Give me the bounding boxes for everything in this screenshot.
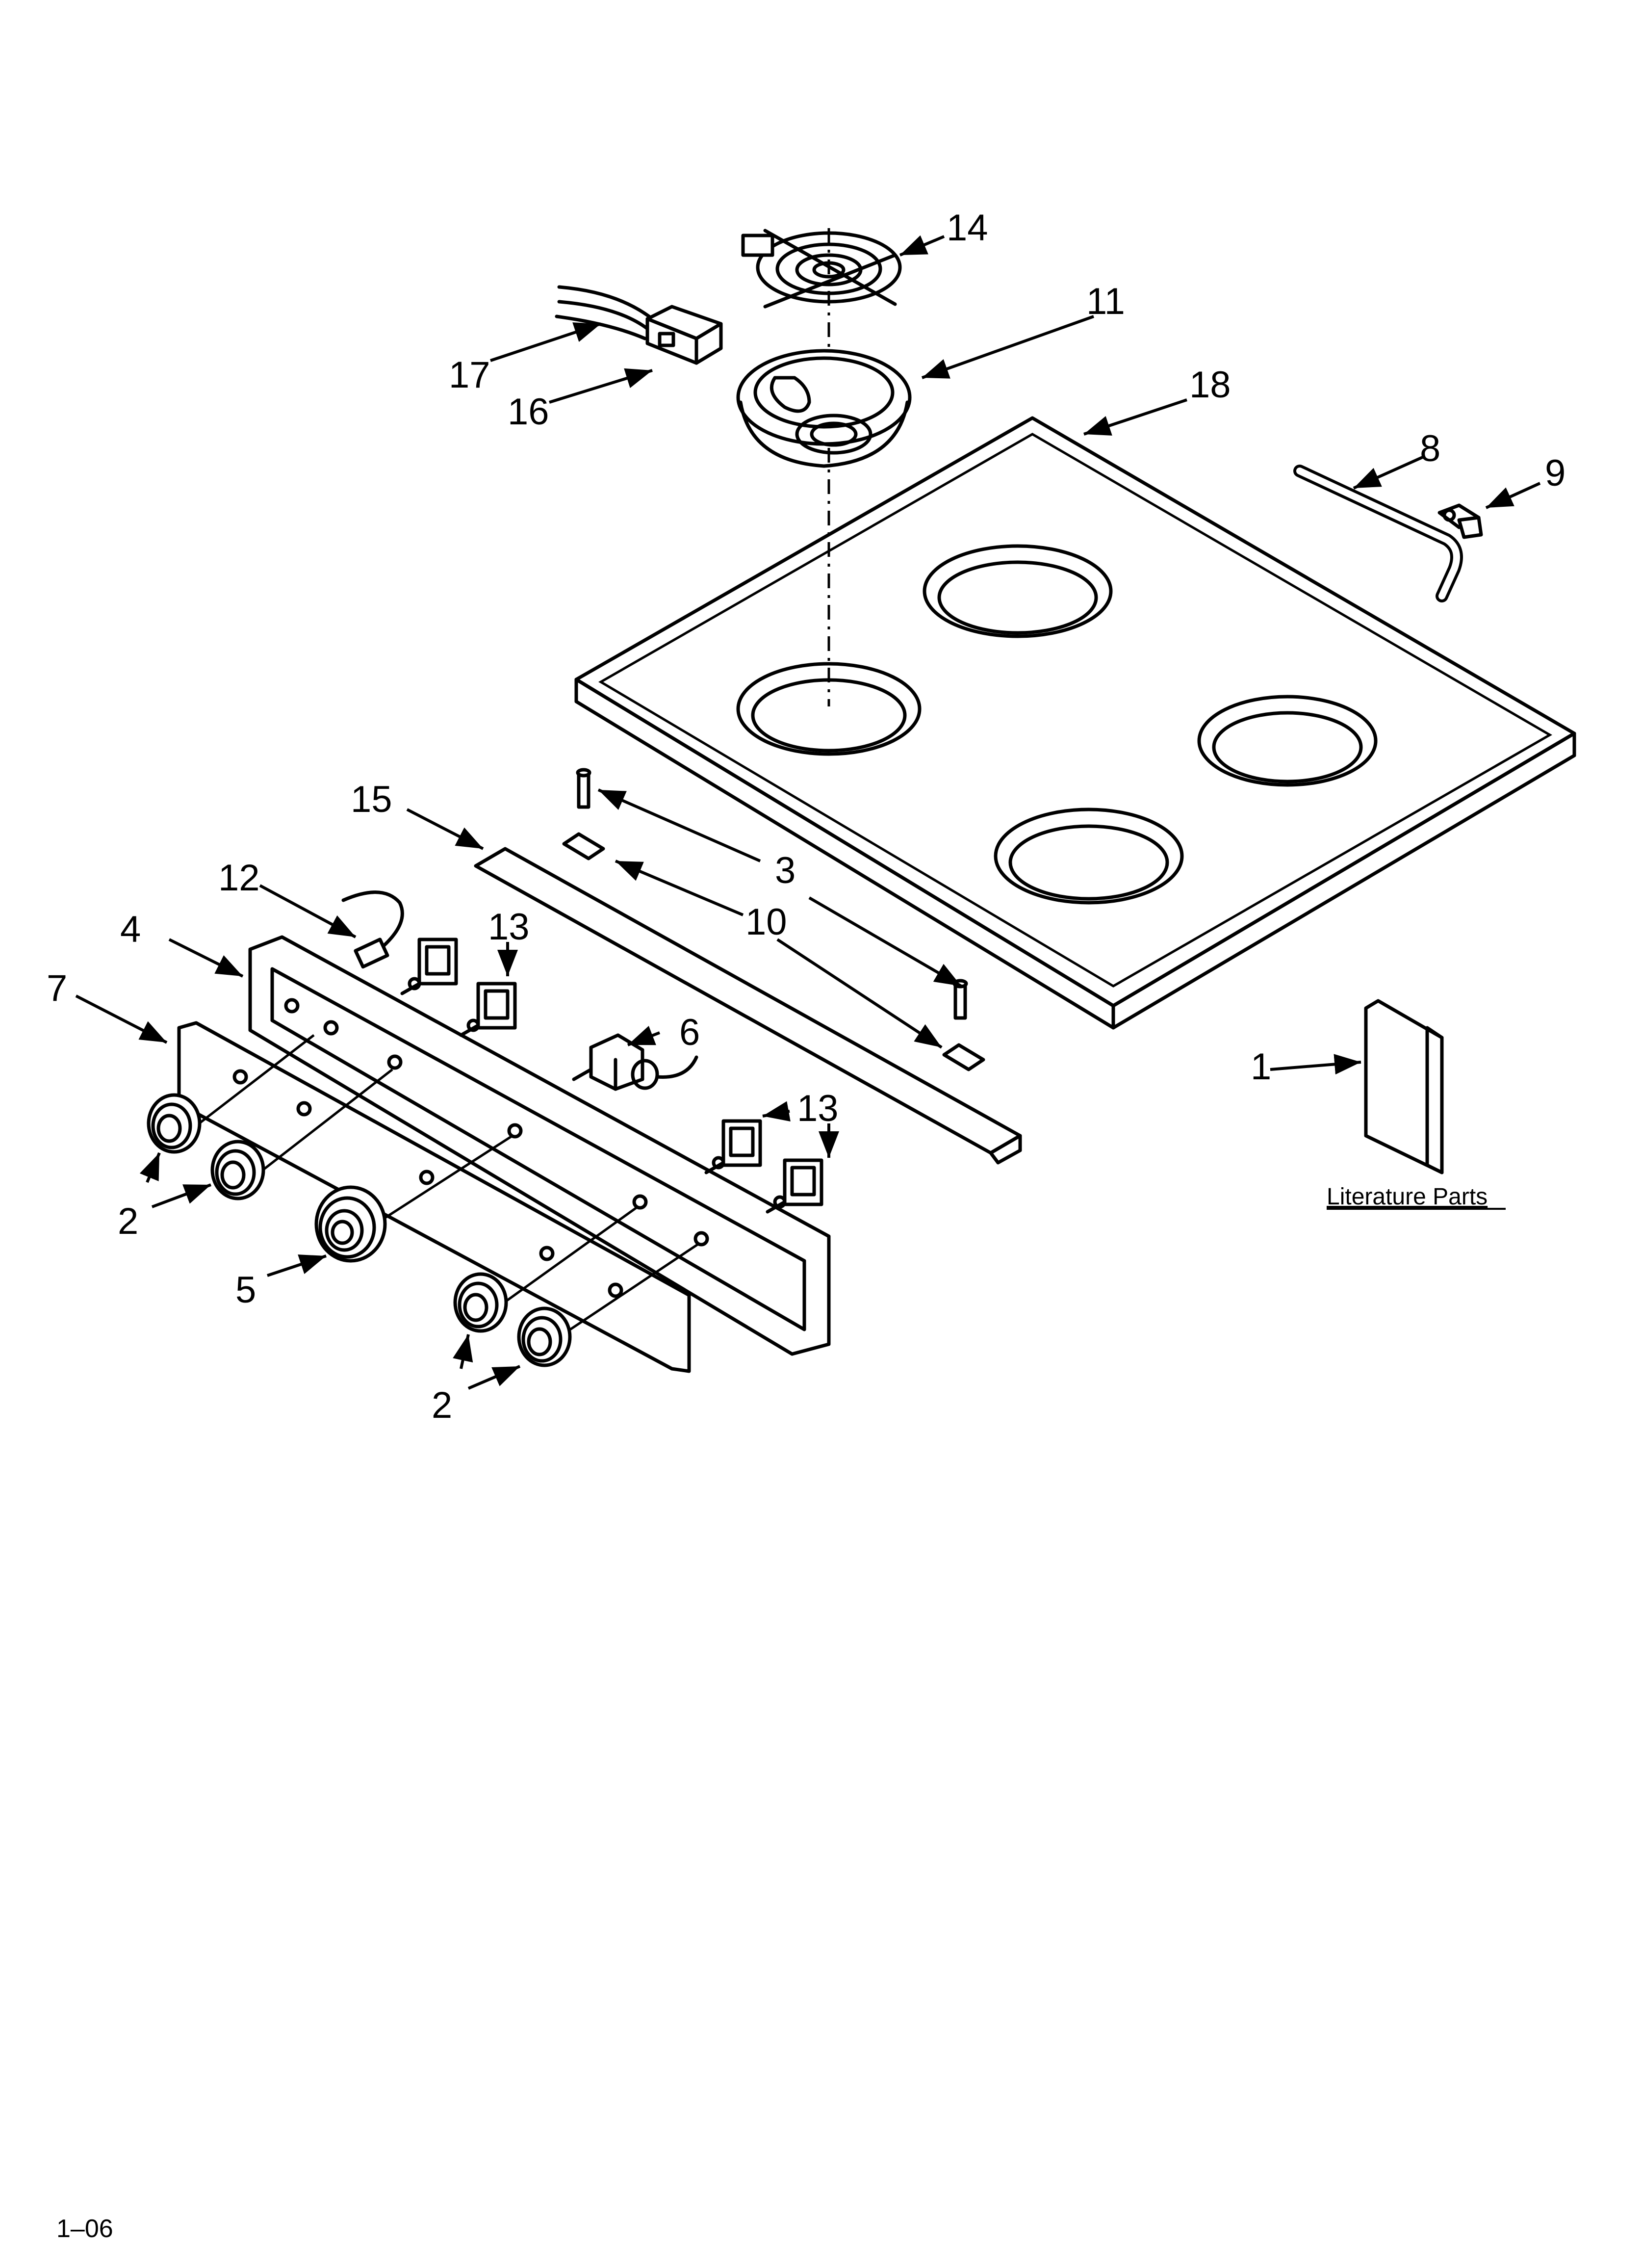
wire	[1293, 465, 1463, 602]
callout-10: 10	[745, 901, 787, 943]
callout-15: 15	[351, 779, 392, 820]
burner-opening	[994, 808, 1184, 905]
control-knob-large	[314, 1185, 387, 1263]
mounting-clip	[562, 832, 605, 860]
callout-12: 12	[218, 857, 260, 899]
cooktop	[574, 416, 1576, 1030]
literature-parts-label: Literature Parts	[1327, 1184, 1488, 1210]
wire-clip	[1437, 503, 1483, 539]
callout-18: 18	[1189, 364, 1231, 406]
callout-16: 16	[508, 391, 549, 433]
callout-3: 3	[775, 850, 795, 891]
callout-13-lower: 13	[797, 1088, 839, 1129]
callout-6: 6	[679, 1012, 700, 1053]
control-knob	[453, 1272, 508, 1333]
trim-strip	[474, 847, 1022, 1165]
infinite-switch	[766, 1158, 823, 1214]
indicator-light	[341, 890, 404, 969]
callout-17: 17	[449, 354, 490, 396]
burner-opening	[923, 544, 1113, 638]
drip-bowl	[736, 349, 912, 468]
infinite-switch	[459, 982, 517, 1037]
callout-1: 1	[1251, 1046, 1271, 1088]
callout-14: 14	[947, 207, 988, 249]
control-knob	[210, 1140, 265, 1200]
callout-2-left: 2	[118, 1200, 138, 1242]
control-knob	[517, 1306, 572, 1367]
callout-4: 4	[120, 909, 141, 950]
page-code: 1–06	[56, 2215, 113, 2243]
mounting-clip	[942, 1043, 985, 1071]
surface-element	[741, 229, 902, 309]
callout-5: 5	[235, 1269, 256, 1311]
literature-booklet	[1364, 999, 1444, 1174]
infinite-switch	[400, 938, 458, 995]
callout-2-right: 2	[432, 1384, 452, 1426]
callout-11: 11	[1086, 281, 1125, 322]
callout-7: 7	[47, 967, 67, 1009]
rotary-switch	[572, 1033, 698, 1091]
callout-13-upper: 13	[488, 906, 530, 948]
terminal-block	[555, 285, 723, 365]
burner-opening	[1197, 695, 1378, 787]
leader-lines	[75, 235, 1541, 1390]
infinite-switch	[704, 1119, 762, 1174]
callout-9: 9	[1545, 452, 1565, 494]
control-knob	[147, 1093, 202, 1154]
screw	[576, 768, 591, 809]
callout-8: 8	[1420, 428, 1440, 469]
control-panel	[248, 935, 831, 1356]
